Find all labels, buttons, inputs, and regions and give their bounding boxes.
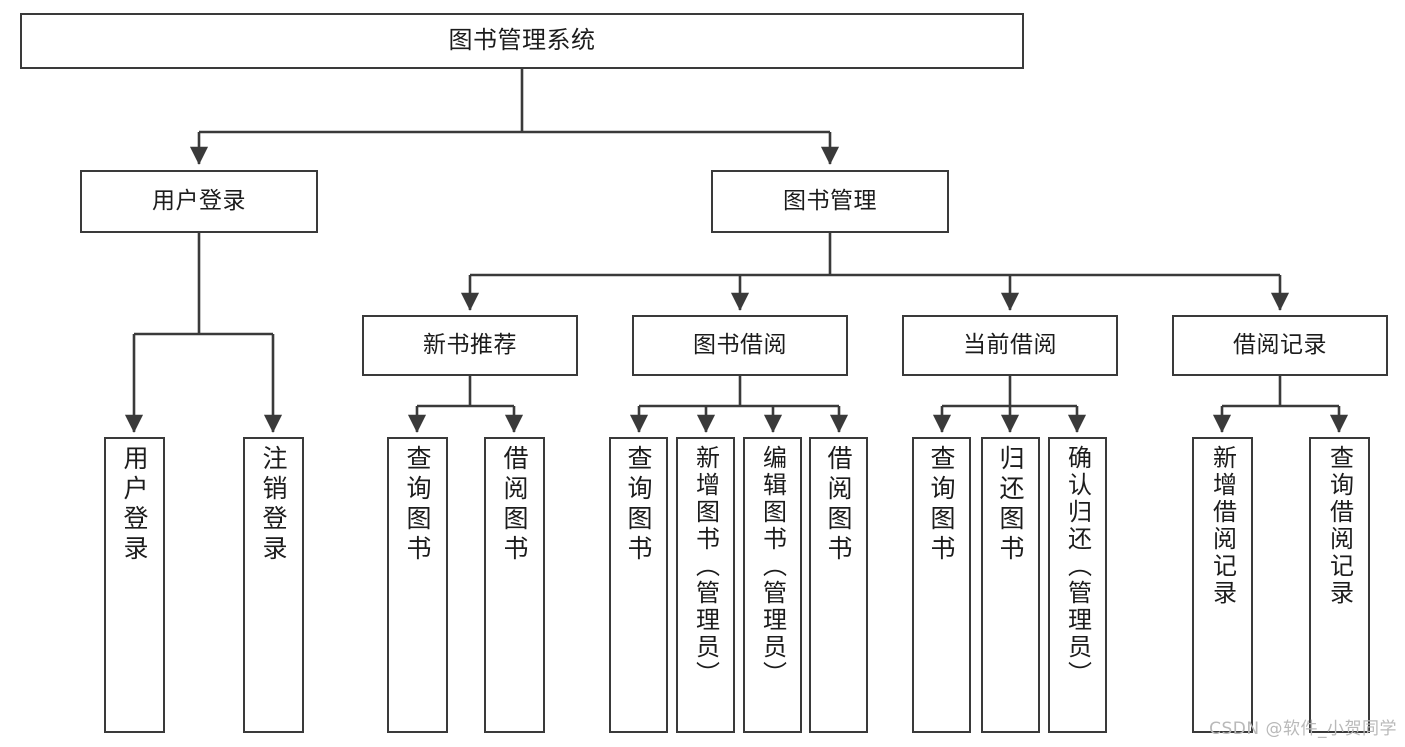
node-book-borrowing[interactable]: 图书借阅 [632,315,848,376]
node-book-management[interactable]: 图书管理 [711,170,949,233]
leaf-query-books-recommend[interactable]: 查询图书 [387,437,448,733]
leaf-borrow-books-recommend[interactable]: 借阅图书 [484,437,545,733]
node-label: 新书推荐 [423,332,517,359]
node-new-book-recommendation[interactable]: 新书推荐 [362,315,578,376]
node-label: 当前借阅 [963,332,1057,359]
node-label: 用户登录 [120,445,149,565]
leaf-logout[interactable]: 注销登录 [243,437,304,733]
node-label: 查询图书 [403,445,432,565]
node-label: 借阅图书 [500,445,529,565]
leaf-return-books[interactable]: 归还图书 [981,437,1040,733]
node-label: 图书管理系统 [448,26,596,55]
watermark-text: CSDN @软件_小贺同学 [1209,719,1397,739]
node-label: 查询图书 [624,445,653,565]
leaf-edit-book-admin[interactable]: 编辑图书（管理员） [743,437,802,733]
node-label: 图书管理 [783,188,877,215]
leaf-query-borrow-record[interactable]: 查询借阅记录 [1309,437,1370,733]
leaf-query-books-borrow[interactable]: 查询图书 [609,437,668,733]
leaf-add-borrow-record[interactable]: 新增借阅记录 [1192,437,1253,733]
node-label: 新增借阅记录 [1208,445,1237,607]
node-label: 查询图书 [927,445,956,565]
node-borrowing-record[interactable]: 借阅记录 [1172,315,1388,376]
leaf-add-book-admin[interactable]: 新增图书（管理员） [676,437,735,733]
node-label: 用户登录 [152,188,246,215]
node-label: 借阅记录 [1233,332,1327,359]
node-label: 归还图书 [996,445,1025,565]
node-label: 编辑图书（管理员） [758,445,787,688]
leaf-user-login[interactable]: 用户登录 [104,437,165,733]
leaf-borrow-books[interactable]: 借阅图书 [809,437,868,733]
node-label: 查询借阅记录 [1325,445,1354,607]
node-label: 确认归还（管理员） [1063,445,1092,688]
node-user-login[interactable]: 用户登录 [80,170,318,233]
node-label: 借阅图书 [824,445,853,565]
node-label: 注销登录 [259,445,288,565]
leaf-confirm-return-admin[interactable]: 确认归还（管理员） [1048,437,1107,733]
node-label: 新增图书（管理员） [691,445,720,688]
node-current-borrowing[interactable]: 当前借阅 [902,315,1118,376]
node-root-book-management-system[interactable]: 图书管理系统 [20,13,1024,69]
leaf-query-books-current[interactable]: 查询图书 [912,437,971,733]
node-label: 图书借阅 [693,332,787,359]
